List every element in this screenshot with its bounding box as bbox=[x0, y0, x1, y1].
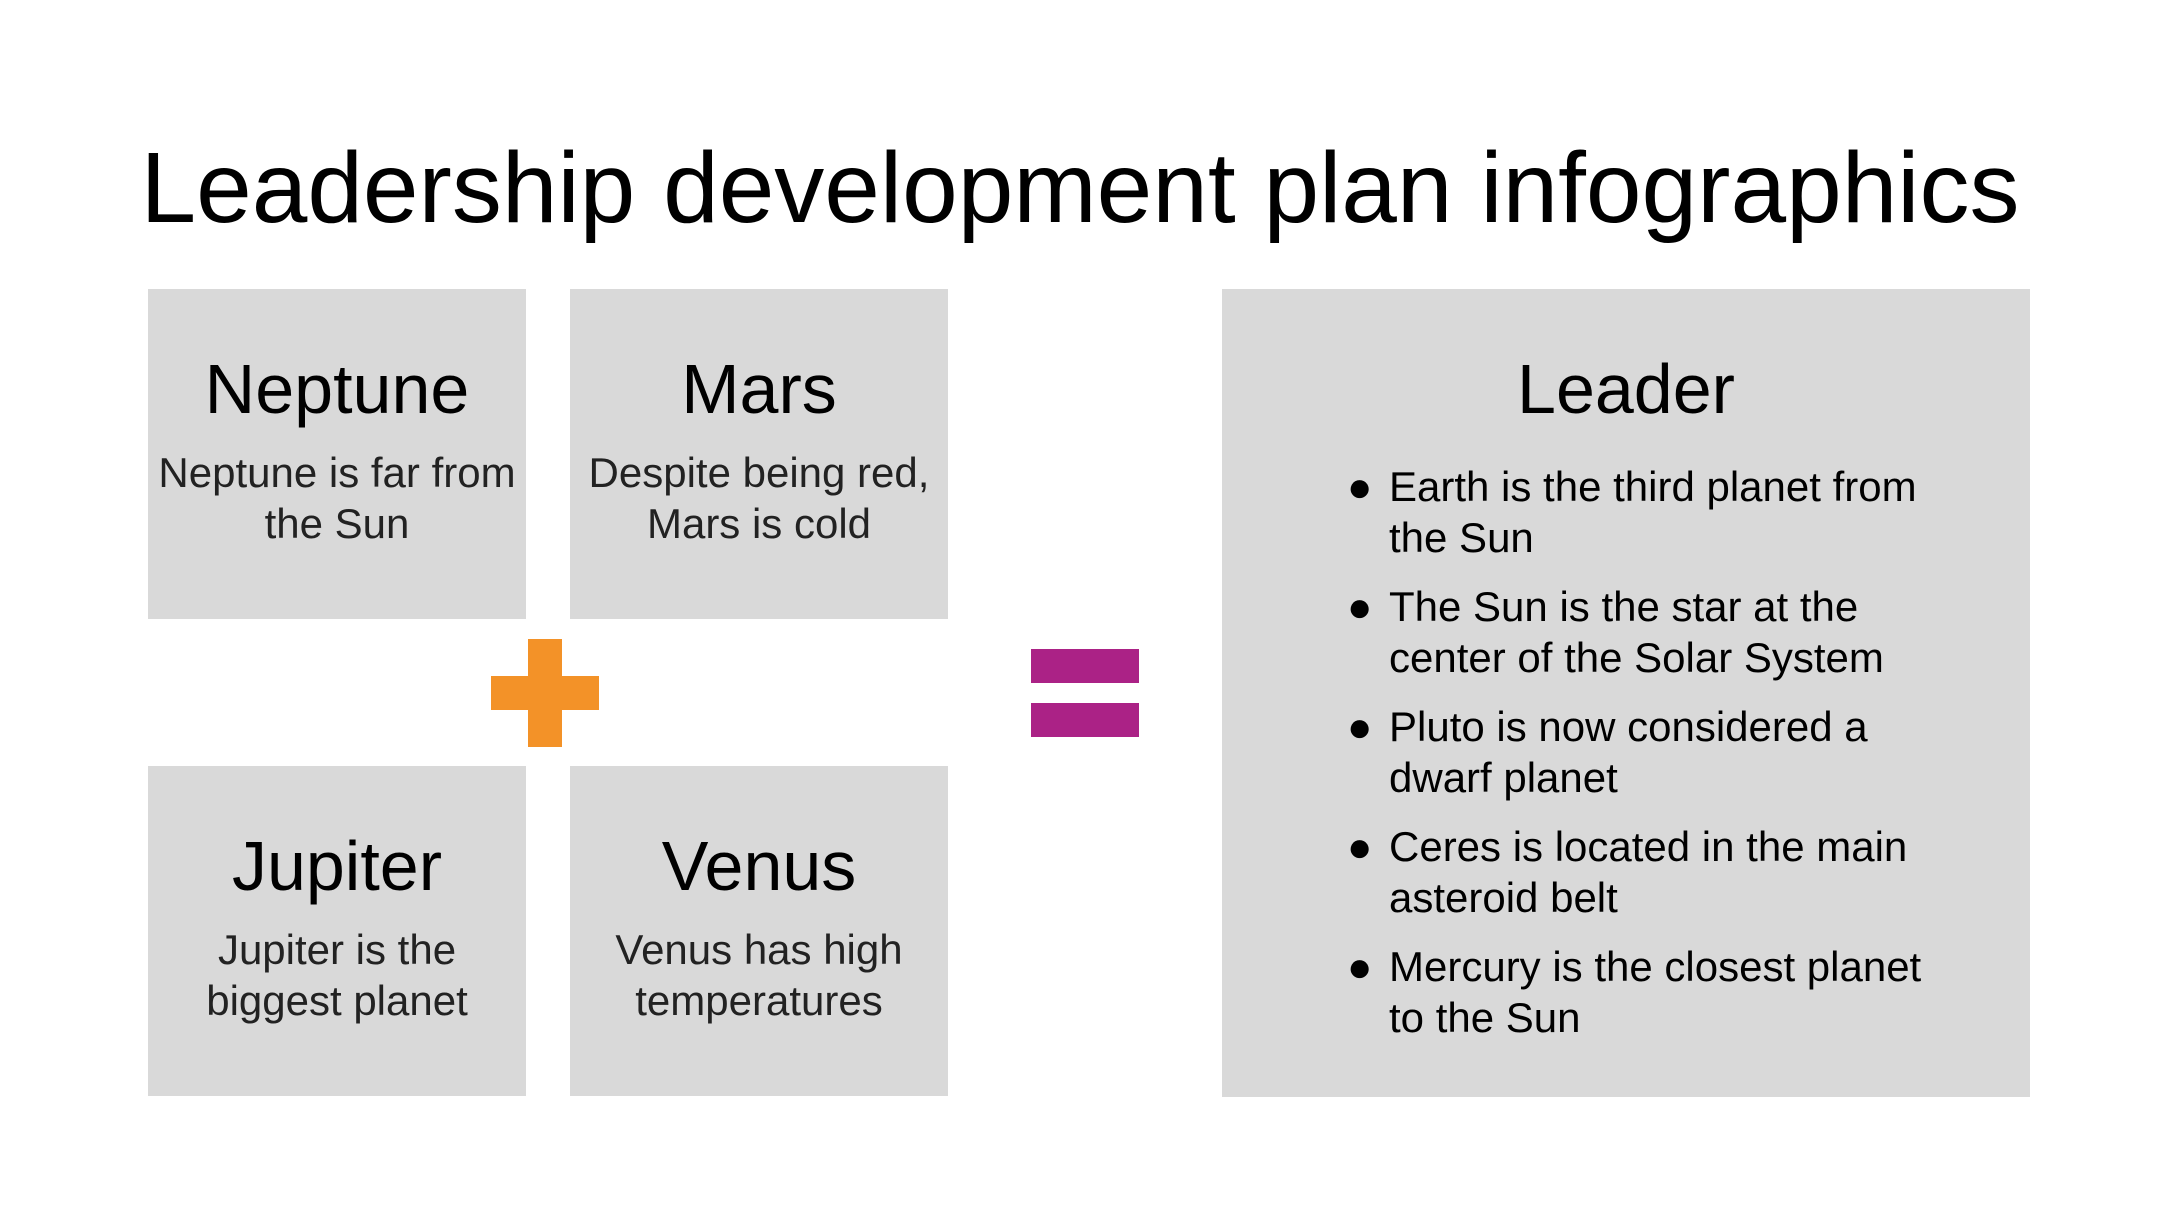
card-text: Venus has high temperatures bbox=[615, 926, 903, 1024]
equals-bottom-bar bbox=[1031, 703, 1139, 737]
leader-item-text: Mercury is the closest planet to the Sun bbox=[1389, 943, 1922, 1041]
leader-item-text: Earth is the third planet from the Sun bbox=[1389, 463, 1917, 561]
bullet-icon: ● bbox=[1347, 823, 1373, 870]
leader-list-item: ● Ceres is located in the main asteroid b… bbox=[1347, 821, 1947, 923]
leader-list-item: ● The Sun is the star at the center of th… bbox=[1347, 581, 1947, 683]
leader-item-text: The Sun is the star at the center of the… bbox=[1389, 583, 1884, 681]
card-neptune: Neptune Neptune is far from the Sun bbox=[148, 289, 526, 619]
equals-icon bbox=[1031, 649, 1139, 737]
card-venus: Venus Venus has high temperatures bbox=[570, 766, 948, 1096]
card-title: Mars bbox=[681, 350, 837, 428]
equals-top-bar bbox=[1031, 649, 1139, 683]
leader-list-item: ● Earth is the third planet from the Sun bbox=[1347, 461, 1947, 563]
bullet-icon: ● bbox=[1347, 463, 1373, 510]
leader-list-item: ● Mercury is the closest planet to the Su… bbox=[1347, 941, 1947, 1043]
card-title: Neptune bbox=[204, 350, 470, 428]
card-mars: Mars Despite being red, Mars is cold bbox=[570, 289, 948, 619]
card-text: Neptune is far from the Sun bbox=[158, 449, 516, 547]
card-text: Jupiter is the biggest planet bbox=[206, 926, 468, 1024]
bullet-icon: ● bbox=[1347, 703, 1373, 750]
leader-item-text: Ceres is located in the main asteroid be… bbox=[1389, 823, 1908, 921]
slide-title: Leadership development plan infographics bbox=[140, 132, 2020, 244]
leader-list-item: ● Pluto is now considered a dwarf planet bbox=[1347, 701, 1947, 803]
leader-item-text: Pluto is now considered a dwarf planet bbox=[1389, 703, 1868, 801]
plus-icon bbox=[491, 639, 599, 747]
leader-title: Leader bbox=[1517, 350, 1735, 428]
card-text: Despite being red, Mars is cold bbox=[588, 449, 930, 547]
plus-vertical-bar bbox=[528, 639, 562, 747]
leader-panel: Leader ● Earth is the third planet from t… bbox=[1222, 289, 2030, 1097]
bullet-icon: ● bbox=[1347, 943, 1373, 990]
bullet-icon: ● bbox=[1347, 583, 1373, 630]
card-title: Venus bbox=[661, 827, 857, 905]
card-jupiter: Jupiter Jupiter is the biggest planet bbox=[148, 766, 526, 1096]
leader-list: ●Earth is the third planet from the Sun … bbox=[1347, 461, 1947, 1061]
card-title: Jupiter bbox=[231, 827, 443, 905]
